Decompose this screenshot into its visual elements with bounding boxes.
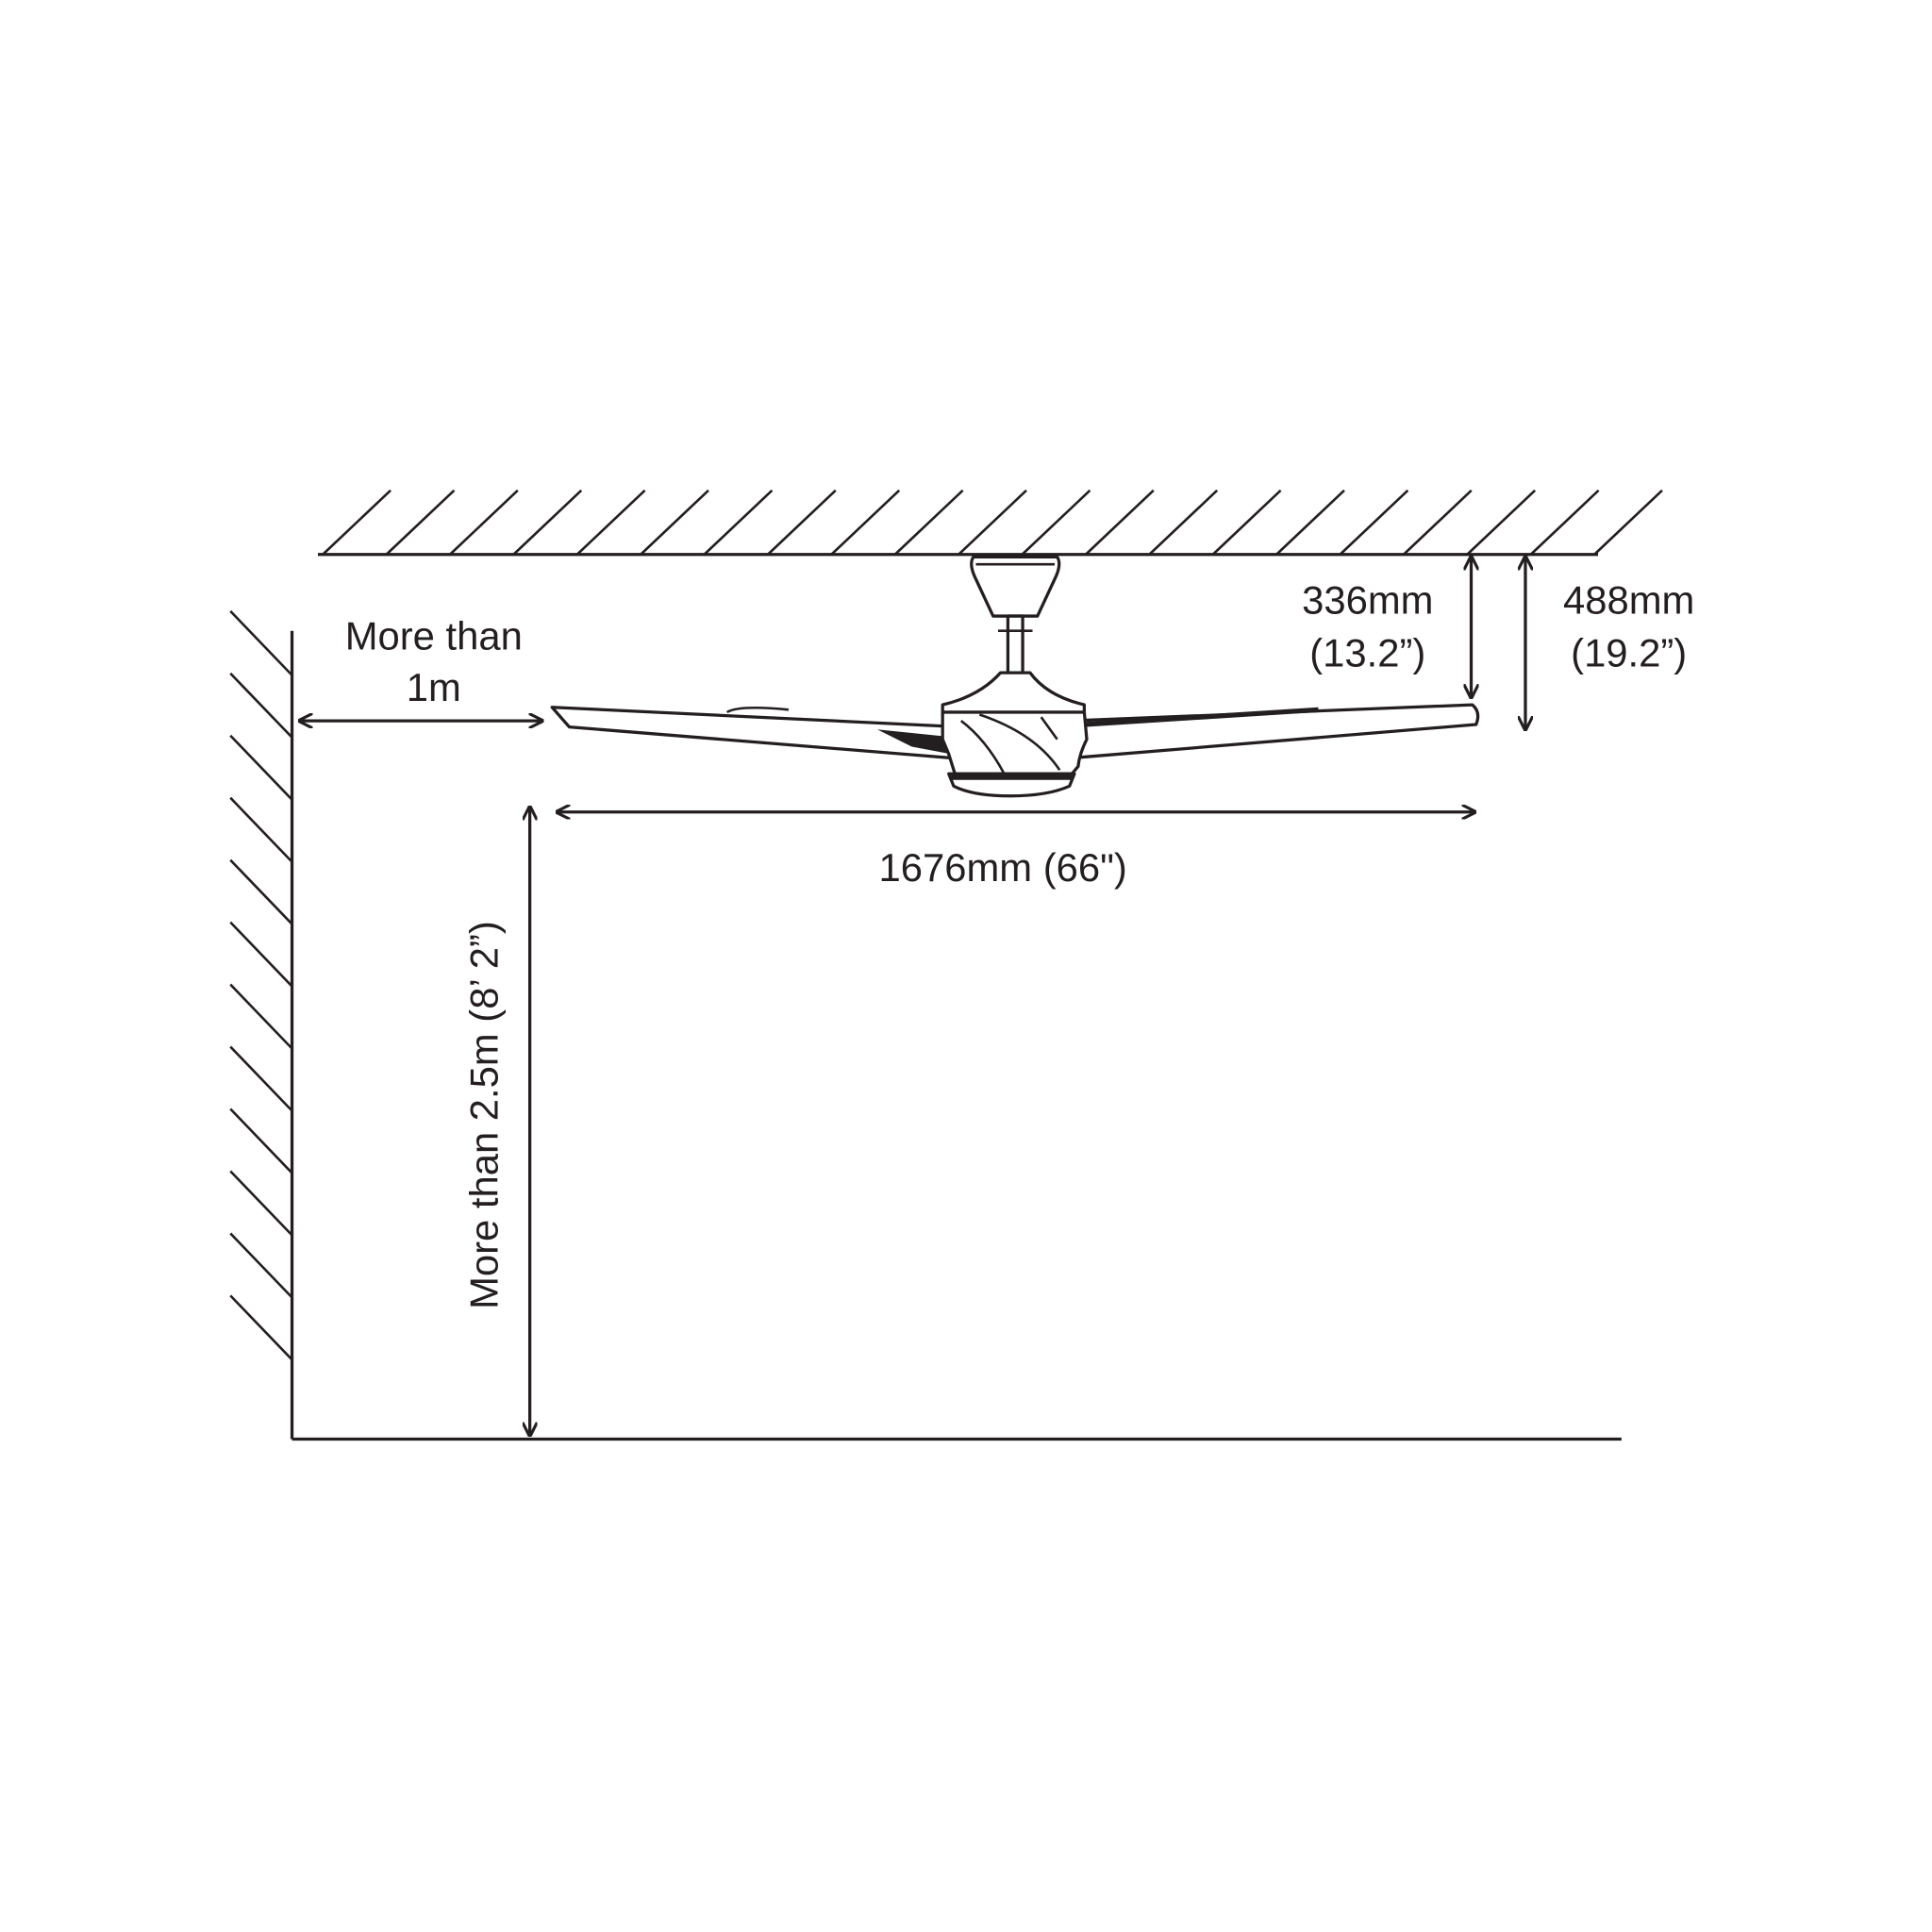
drop-short-in: (13.2”)	[1309, 631, 1425, 675]
wall-clearance-value: 1m	[407, 665, 461, 709]
hatch-line	[640, 489, 709, 556]
fan-canopy	[970, 555, 1061, 618]
hatch-line	[322, 489, 391, 556]
hatch-line	[1403, 489, 1473, 556]
hatch-line	[1148, 489, 1219, 556]
hatch-line	[229, 1045, 293, 1112]
fan-downrod	[1006, 614, 1024, 675]
hatch-line	[958, 489, 1027, 556]
hatch-line	[1085, 489, 1155, 556]
fan-motor-top	[941, 671, 1087, 717]
dimension-drop-long: 488mm (19.2”)	[1525, 557, 1694, 729]
hatch-line	[1021, 489, 1091, 556]
ceiling-hatching	[322, 489, 1663, 556]
hatch-line	[229, 672, 293, 739]
hatch-line	[575, 489, 646, 556]
dimension-floor-clearance: More than 2.5m (8’ 2”)	[462, 808, 530, 1436]
hatch-line	[1529, 489, 1600, 556]
dimension-drop-short: 336mm (13.2”)	[1302, 557, 1471, 697]
hatch-line	[1339, 489, 1409, 556]
hatch-line	[1275, 489, 1345, 556]
drop-short-mm: 336mm	[1302, 577, 1433, 622]
hatch-line	[703, 489, 774, 556]
hatch-line	[229, 1170, 293, 1237]
hatch-line	[1211, 489, 1282, 556]
hatch-line	[1593, 489, 1663, 556]
hatch-line	[229, 1108, 293, 1174]
hatch-line	[229, 1232, 293, 1299]
hatch-line	[229, 983, 293, 1050]
hatch-line	[830, 489, 901, 556]
dimension-wall-clearance: More than 1m	[299, 613, 541, 721]
wall-hatching	[229, 609, 293, 1361]
hatch-line	[512, 489, 583, 556]
wall-clearance-label: More than	[345, 613, 523, 658]
ceiling	[317, 489, 1663, 557]
hatch-line	[893, 489, 964, 556]
hatch-line	[229, 1294, 293, 1361]
hatch-line	[229, 734, 293, 801]
hatch-line	[1466, 489, 1537, 556]
drop-long-in: (19.2”)	[1571, 631, 1687, 675]
hatch-line	[767, 489, 837, 556]
wall	[229, 609, 294, 1440]
dimension-blade-span: 1676mm (66")	[557, 812, 1474, 890]
hatch-line	[229, 858, 293, 925]
hatch-line	[385, 489, 456, 556]
hatch-line	[229, 796, 293, 863]
hatch-line	[229, 609, 293, 676]
blade-span-label: 1676mm (66")	[879, 845, 1127, 890]
floor-clearance-label: More than 2.5m (8’ 2”)	[462, 921, 507, 1309]
ceiling-fan	[550, 555, 1480, 798]
hatch-line	[449, 489, 519, 556]
drop-long-mm: 488mm	[1563, 577, 1694, 622]
fan-motor-body	[941, 710, 1089, 775]
hatch-line	[229, 921, 293, 988]
